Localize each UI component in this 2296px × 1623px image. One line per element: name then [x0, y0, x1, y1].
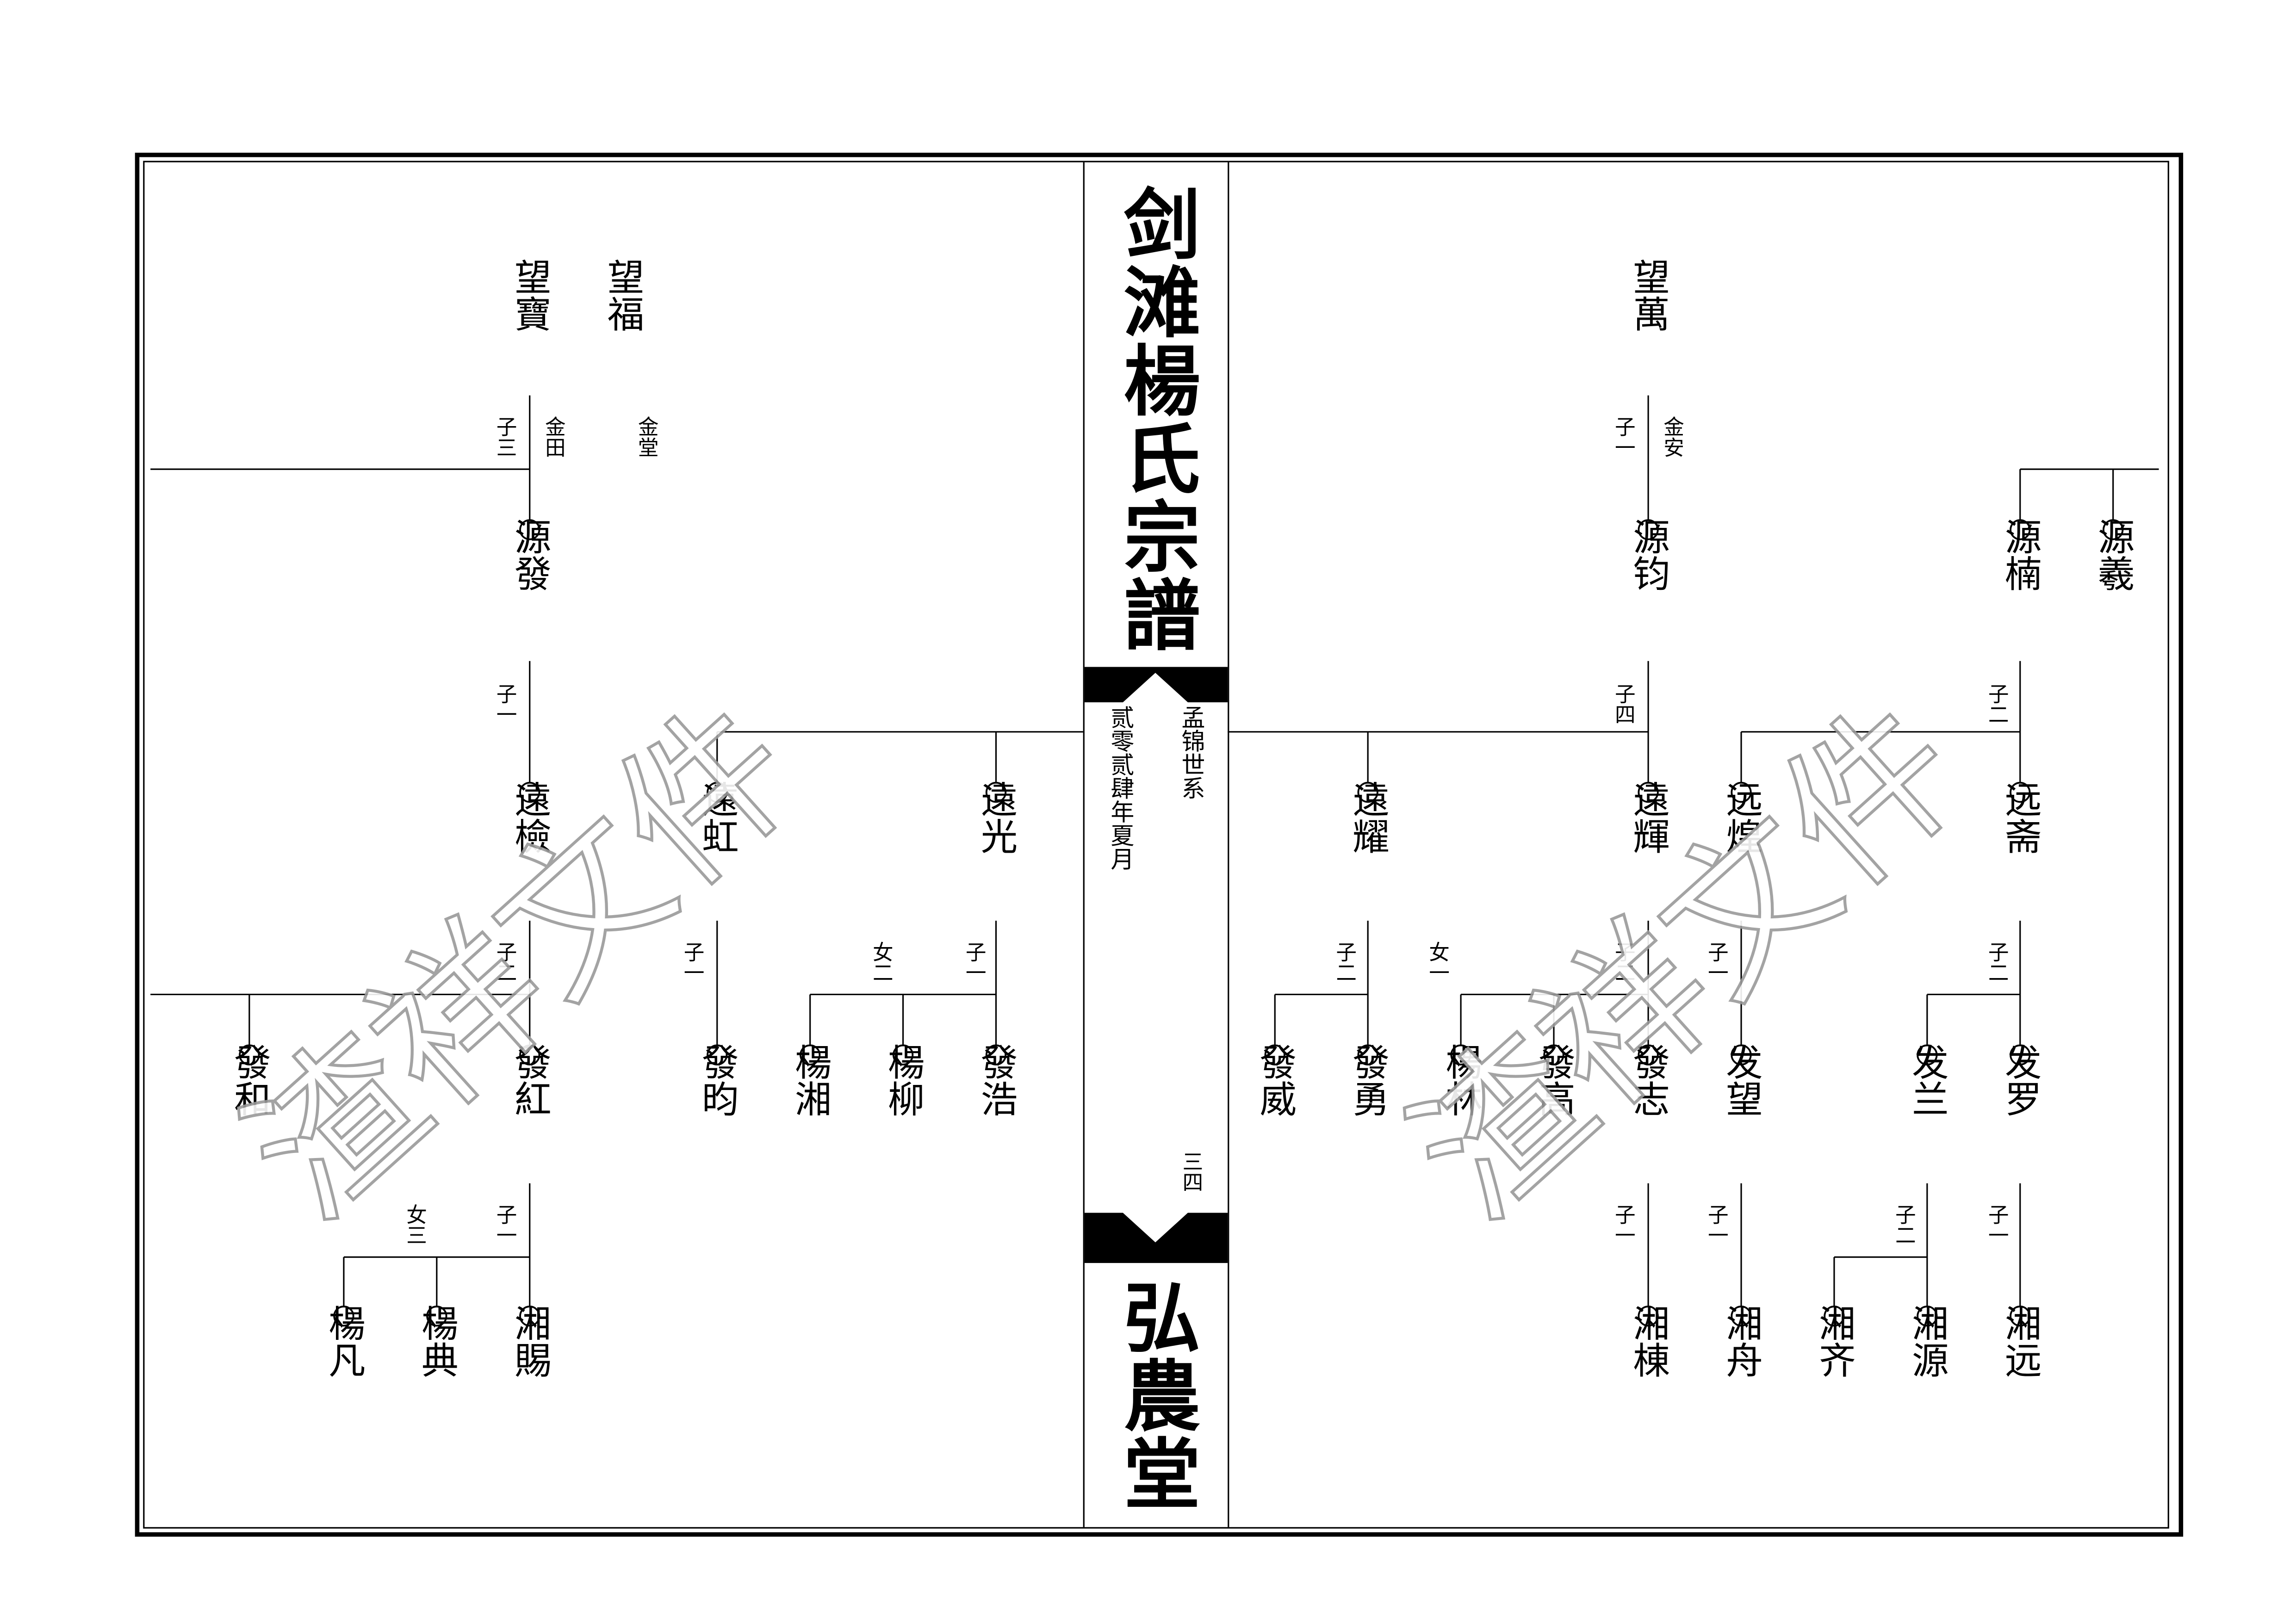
- inner-border: [143, 161, 2169, 1529]
- offspring-count: 子一: [1611, 1204, 1635, 1245]
- member-name: 發昀: [695, 1043, 738, 1117]
- member-name: 發志: [1627, 1043, 1670, 1117]
- offspring-count: 子二: [1332, 942, 1356, 983]
- member-name: 楊林: [1440, 1043, 1483, 1117]
- member-name: 源钧: [1627, 518, 1670, 591]
- offspring-count: 子二: [1985, 942, 2009, 983]
- member-name: 發威: [1253, 1043, 1297, 1117]
- member-name: 远煌: [1720, 781, 1763, 854]
- member-name: 發紅: [508, 1043, 551, 1117]
- offspring-count: 子一: [680, 942, 704, 983]
- member-name: 发望: [1720, 1043, 1763, 1117]
- offspring-count: 子一: [1704, 1204, 1728, 1245]
- member-name: 发罗: [1998, 1043, 2042, 1117]
- member-name: 湘源: [1905, 1304, 1948, 1378]
- lower-fishtail: [1084, 1213, 1228, 1263]
- member-name: 遠虹: [695, 781, 738, 854]
- offspring-count: 子一: [1611, 416, 1635, 457]
- offspring-count: 子二: [1892, 1204, 1916, 1245]
- spine-title: 剑滩楊氏宗譜: [1110, 185, 1200, 654]
- watermark: 渣祥文件: [212, 669, 832, 1254]
- member-name: 發勇: [1347, 1043, 1390, 1117]
- offspring-count: 女三: [403, 1204, 427, 1245]
- offspring-count: 子三: [493, 416, 517, 457]
- member-names: 望寶 望福 源發 遠檢 遠虹 遠光 發和 發紅 發昀 楊湘 楊柳 發浩 楊凡 楊…: [228, 258, 1018, 1378]
- member-name: 湘远: [1998, 1304, 2042, 1378]
- spine-page-number: 三四: [1179, 1151, 1203, 1192]
- tree-lines: [150, 395, 1083, 1306]
- watermarks: 渣祥文件 渣祥文件: [210, 667, 1999, 1256]
- member-name: 發高: [1533, 1043, 1576, 1117]
- offspring-count: 子二: [1611, 942, 1635, 983]
- tree-nodes: [239, 519, 1007, 1327]
- member-name: 湘棟: [1627, 1304, 1670, 1378]
- member-name: 楊凡: [322, 1304, 365, 1378]
- member-name: 湘賜: [508, 1304, 551, 1378]
- outer-border: [135, 153, 2184, 1537]
- member-name: 源楠: [1998, 518, 2042, 591]
- offspring-count: 子二: [1985, 683, 2009, 725]
- offspring-count: 子二: [493, 942, 517, 983]
- member-name: 發浩: [974, 1043, 1018, 1117]
- member-name: 源發: [508, 518, 551, 591]
- member-name: 遠光: [974, 781, 1018, 854]
- member-name: 遠輝: [1627, 781, 1670, 854]
- spine-hall: 弘農堂: [1110, 1278, 1200, 1512]
- member-name: 楊柳: [881, 1043, 925, 1117]
- burial-note: 金堂: [634, 416, 658, 457]
- spine-date: 贰零贰肆年夏月: [1106, 705, 1134, 870]
- member-name: 望萬: [1627, 258, 1670, 332]
- member-name: 遠檢: [508, 781, 551, 854]
- member-name: 遠耀: [1347, 781, 1390, 854]
- member-name: 望寶: [508, 258, 551, 332]
- offspring-count: 子一: [1704, 942, 1728, 983]
- upper-fishtail: [1084, 667, 1228, 703]
- book-spine: 剑滩楊氏宗譜 孟锦世系 贰零贰肆年夏月 三四 弘農堂: [1083, 162, 1229, 1527]
- member-name: 楊湘: [788, 1043, 832, 1117]
- member-name: 發和: [228, 1043, 271, 1117]
- burial-note: 金田: [541, 416, 565, 457]
- offspring-count: 女一: [1425, 942, 1449, 983]
- offspring-count: 子一: [962, 942, 986, 983]
- offspring-count: 子一: [493, 1204, 517, 1245]
- member-name: 源羲: [2091, 518, 2135, 591]
- right-page-tree: 望萬 源钧 源楠 源羲 遠耀 遠輝 远煌 远斋 發威 發勇 楊林 發高 發志 发…: [1228, 258, 2159, 1378]
- member-name: 楊典: [415, 1304, 458, 1378]
- offspring-count: 子一: [493, 683, 517, 725]
- page-frame: [135, 153, 2184, 1537]
- offspring-count: 女二: [869, 942, 893, 983]
- member-name: 湘齐: [1812, 1304, 1855, 1378]
- left-page-tree: 望寶 望福 源發 遠檢 遠虹 遠光 發和 發紅 發昀 楊湘 楊柳 發浩 楊凡 楊…: [150, 258, 1083, 1378]
- tree-lines: [1228, 395, 2159, 1306]
- tree-nodes: [1264, 519, 2124, 1327]
- member-name: 湘舟: [1720, 1304, 1763, 1378]
- member-names: 望萬 源钧 源楠 源羲 遠耀 遠輝 远煌 远斋 發威 發勇 楊林 發高 發志 发…: [1253, 258, 2135, 1378]
- spine-lineage: 孟锦世系: [1177, 705, 1205, 799]
- member-name: 发兰: [1905, 1043, 1948, 1117]
- offspring-notes: 子三 金田 金堂 子一 子二 子一 女二 子一 女三 子一: [403, 416, 986, 1245]
- burial-note: 金安: [1660, 416, 1684, 457]
- member-name: 远斋: [1998, 781, 2042, 854]
- offspring-count: 子四: [1611, 683, 1635, 725]
- member-name: 望福: [601, 258, 644, 332]
- offspring-count: 子一: [1985, 1204, 2009, 1245]
- offspring-notes: 子一 金安 子四 子二 子二 女一 子二 子一 子二 子一 子一 子二 子一: [1332, 416, 2009, 1245]
- watermark: 渣祥文件: [1378, 669, 1998, 1254]
